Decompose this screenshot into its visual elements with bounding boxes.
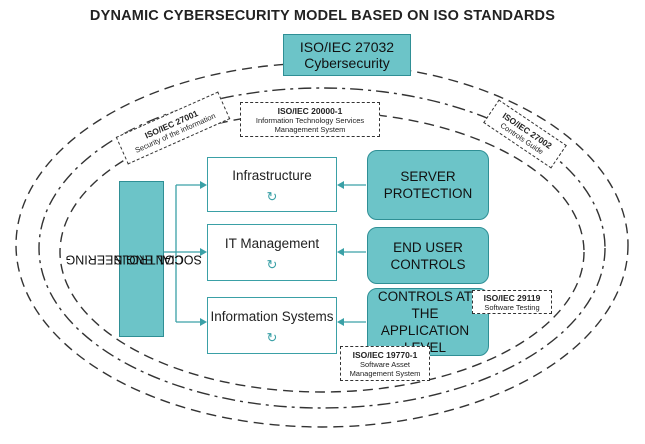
iso29119-code: ISO/IEC 29119 xyxy=(483,292,541,303)
control-line: CONTROLS AT xyxy=(377,289,473,304)
social-engineering-label: SOCIAL ENGINEERING CONTROLS xyxy=(66,191,202,327)
iso19770-text-1: Software Asset xyxy=(359,359,411,369)
iso27032-code: ISO/IEC 27032 xyxy=(299,39,395,55)
cycle-icon: ↻ xyxy=(266,257,278,272)
iso27032-label: Cybersecurity xyxy=(304,55,390,71)
control-connectors xyxy=(342,184,366,323)
iso20000-text-1: Information Technology Services xyxy=(255,115,365,125)
iso29119-tag: ISO/IEC 29119 Software Testing xyxy=(472,290,552,314)
control-server-protection: SERVER PROTECTION xyxy=(367,150,489,220)
diagram-title: DYNAMIC CYBERSECURITY MODEL BASED ON ISO… xyxy=(89,8,556,24)
control-line: CONTROLS xyxy=(390,256,466,272)
iso20000-text-2: Management System xyxy=(274,124,346,134)
social-engineering-box: SOCIAL ENGINEERING CONTROLS xyxy=(66,181,202,337)
middle-ellipse xyxy=(38,87,606,409)
layer-label: Information Systems xyxy=(210,309,334,324)
layer-infrastructure: Infrastructure ↻ xyxy=(207,157,337,212)
social-arrowheads xyxy=(200,181,207,326)
control-line: THE APPLICATION xyxy=(380,306,470,338)
control-arrowheads xyxy=(337,181,344,326)
social-connectors xyxy=(164,184,204,323)
iso19770-code: ISO/IEC 19770-1 xyxy=(352,349,418,360)
layer-label: IT Management xyxy=(224,236,320,251)
iso20000-label: ISO/IEC 20000-1 Information Technology S… xyxy=(240,102,380,137)
control-end-user: END USER CONTROLS xyxy=(367,227,489,284)
iso19770-text-2: Management System xyxy=(349,368,421,378)
iso29119-text: Software Testing xyxy=(484,302,540,312)
iso19770-tag: ISO/IEC 19770-1 Software Asset Managemen… xyxy=(340,346,430,381)
control-line: END USER xyxy=(393,239,463,255)
outer-ellipse xyxy=(15,62,629,428)
cycle-icon: ↻ xyxy=(266,330,278,345)
social-engineering-line-2: CONTROLS xyxy=(114,252,184,267)
cycle-icon: ↻ xyxy=(266,189,278,204)
iso20000-code: ISO/IEC 20000-1 xyxy=(277,105,343,116)
layer-information-systems: Information Systems ↻ xyxy=(207,297,337,354)
iso27032-box: ISO/IEC 27032 Cybersecurity xyxy=(283,34,411,76)
control-line: SERVER xyxy=(400,169,456,184)
layer-it-management: IT Management ↻ xyxy=(207,224,337,281)
control-line: PROTECTION xyxy=(383,186,473,201)
layer-label: Infrastructure xyxy=(232,168,312,183)
